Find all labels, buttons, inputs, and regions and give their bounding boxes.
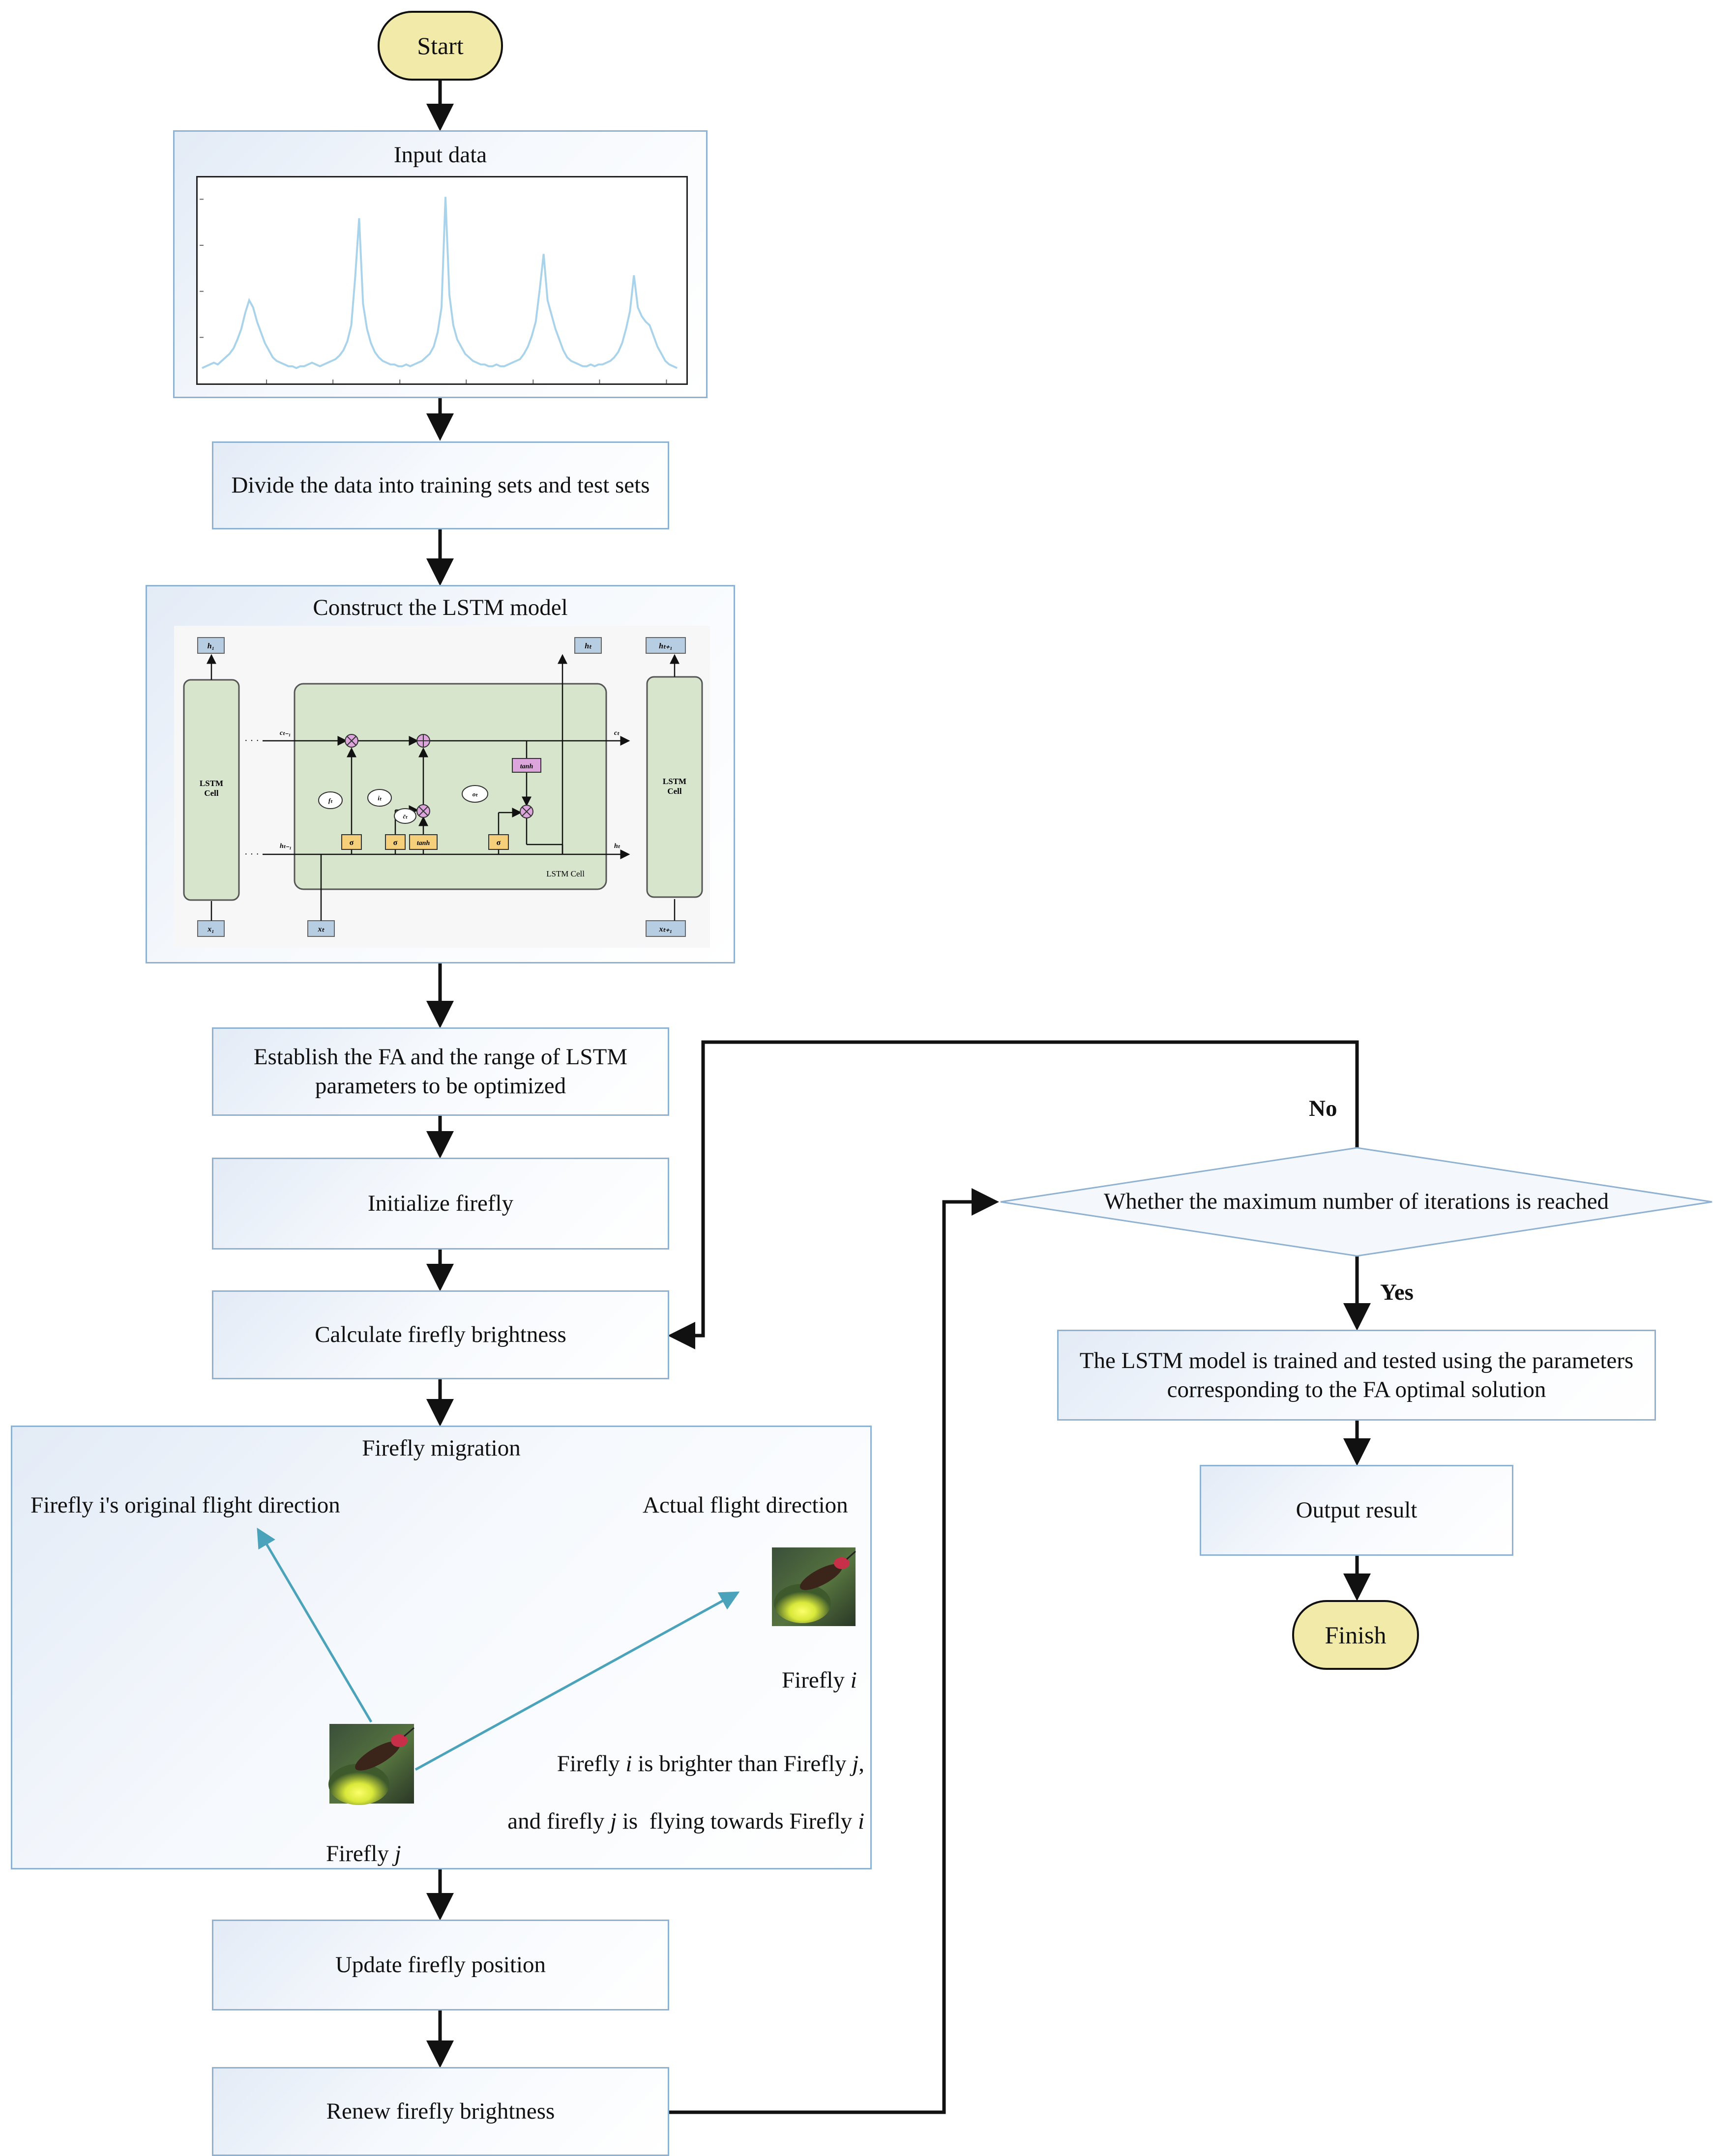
train-test-label: The LSTM model is trained and tested usi… xyxy=(1079,1347,1634,1402)
lstm-cell-add xyxy=(416,734,430,748)
finish-label: Finish xyxy=(1325,1621,1387,1649)
lstm-ht1-box xyxy=(646,637,686,654)
input-data-title: Input data xyxy=(393,142,487,168)
renew-brightness-box: Renew firefly brightness xyxy=(212,2067,669,2156)
svg-text:oₜ: oₜ xyxy=(473,790,478,798)
lstm-xt-box xyxy=(307,920,335,937)
lstm-h-prev: hₜ₋₁ xyxy=(280,843,292,850)
lstm-input-multiply xyxy=(416,804,430,818)
arrow-decision-no-loop xyxy=(668,1040,1359,1349)
brighter-line-1: Firefly i is brighter than Firefly j, xyxy=(557,1750,864,1777)
lstm-ct-label xyxy=(394,808,416,824)
svg-text:σ: σ xyxy=(393,839,398,847)
lstm-ot-label xyxy=(462,785,488,803)
svg-text:· · ·: · · · xyxy=(244,849,259,860)
lstm-ft-label xyxy=(318,791,343,809)
calculate-brightness-label: Calculate firefly brightness xyxy=(315,1322,566,1348)
establish-fa-box: Establish the FA and the range of LSTM p… xyxy=(212,1027,669,1116)
lstm-xt1-box xyxy=(646,920,686,937)
lstm-ht-box xyxy=(574,637,602,654)
svg-text:tanh: tanh xyxy=(417,840,430,847)
brighter-line-2: and firefly j is flying towards Firefly … xyxy=(507,1808,864,1835)
lstm-gate-input xyxy=(385,834,406,850)
yes-label: Yes xyxy=(1380,1280,1414,1305)
firefly-migration-title: Firefly migration xyxy=(362,1435,521,1461)
update-position-label: Update firefly position xyxy=(335,1952,546,1978)
svg-text:iₜ: iₜ xyxy=(378,794,382,802)
lstm-left-cell-label: LSTM xyxy=(200,779,223,788)
svg-text:tanh: tanh xyxy=(520,763,533,770)
construct-lstm-panel: Construct the LSTM model LSTM Cell LSTM … xyxy=(146,585,735,963)
lstm-c-prev: cₜ₋₁ xyxy=(280,729,291,737)
lstm-forget-multiply xyxy=(345,734,358,748)
lstm-output-multiply xyxy=(520,805,533,818)
brighter-statement: Firefly i is brighter than Firefly j, an… xyxy=(507,1720,864,1865)
arrow-renew-decision xyxy=(669,1188,999,2114)
firefly-i-label: Firefly i xyxy=(782,1667,857,1693)
start-label: Start xyxy=(417,32,464,59)
svg-text:fₜ: fₜ xyxy=(328,797,333,804)
lstm-diagram: LSTM Cell LSTM Cell LSTM Cell h₁ hₜ hₜ₊₁… xyxy=(174,626,710,948)
establish-fa-label: Establish the FA and the range of LSTM p… xyxy=(253,1044,628,1099)
input-series-line xyxy=(202,197,678,369)
plot-ticks xyxy=(200,199,667,383)
svg-text:hₜ₊₁: hₜ₊₁ xyxy=(659,642,673,650)
flow-arrows xyxy=(426,80,1371,2114)
svg-text:σ: σ xyxy=(497,839,501,847)
lstm-h-t: hₜ xyxy=(614,843,620,850)
lstm-x1-box xyxy=(197,920,225,937)
renew-brightness-label: Renew firefly brightness xyxy=(326,2098,555,2125)
lstm-gate-output xyxy=(488,834,509,850)
lstm-right-cell-label: LSTM xyxy=(663,777,686,786)
lstm-middle-cell xyxy=(294,683,607,890)
decision-label: Whether the maximum number of iterations… xyxy=(1103,1189,1609,1214)
svg-text:· · ·: · · · xyxy=(244,735,259,746)
original-direction-label: Firefly i's original flight direction xyxy=(30,1492,340,1518)
divide-data-label: Divide the data into training sets and t… xyxy=(231,472,650,498)
actual-direction-label: Actual flight direction xyxy=(643,1492,848,1518)
divide-data-box: Divide the data into training sets and t… xyxy=(212,441,669,529)
initialize-firefly-label: Initialize firefly xyxy=(367,1191,514,1217)
output-result-label: Output result xyxy=(1296,1497,1418,1523)
lstm-left-cell-label-2: Cell xyxy=(204,788,219,798)
construct-lstm-title: Construct the LSTM model xyxy=(313,595,568,620)
svg-text:hₜ: hₜ xyxy=(585,642,592,650)
finish-terminal: Finish xyxy=(1292,1600,1419,1670)
update-position-box: Update firefly position xyxy=(212,1920,669,2010)
calculate-brightness-box: Calculate firefly brightness xyxy=(212,1290,669,1379)
decision-diamond xyxy=(1000,1147,1713,1257)
start-terminal: Start xyxy=(378,11,503,81)
output-result-box: Output result xyxy=(1200,1465,1513,1556)
svg-text:σ: σ xyxy=(350,839,354,847)
svg-text:x₁: x₁ xyxy=(207,925,214,933)
input-data-panel: Input data xyxy=(173,130,708,398)
train-test-box: The LSTM model is trained and tested usi… xyxy=(1057,1330,1656,1421)
lstm-it-label xyxy=(367,789,392,807)
svg-text:c̃ₜ: c̃ₜ xyxy=(403,813,408,820)
svg-text:h₁: h₁ xyxy=(207,642,214,650)
input-series-plot xyxy=(196,176,688,385)
lstm-h1-box xyxy=(197,637,225,654)
lstm-gate-tanh xyxy=(409,834,438,850)
lstm-gate-forget xyxy=(341,834,362,850)
lstm-right-cell-label-2: Cell xyxy=(667,787,682,796)
svg-text:xₜ₊₁: xₜ₊₁ xyxy=(659,925,673,933)
lstm-c-t: cₜ xyxy=(614,729,620,737)
initialize-firefly-box: Initialize firefly xyxy=(212,1158,669,1250)
lstm-tanh-out xyxy=(512,758,541,773)
firefly-j-label: Firefly j xyxy=(326,1840,401,1866)
svg-text:xₜ: xₜ xyxy=(318,925,325,933)
lstm-middle-cell-label: LSTM Cell xyxy=(546,869,585,878)
no-label: No xyxy=(1309,1096,1337,1121)
